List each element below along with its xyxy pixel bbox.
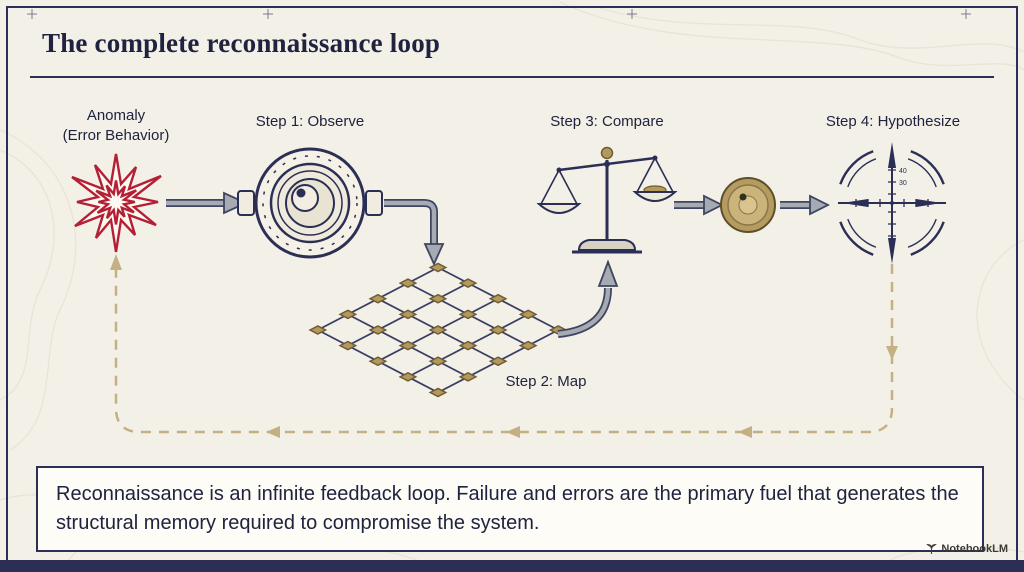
flow-arrow-1 bbox=[166, 191, 249, 215]
anomaly-label-line2: (Error Behavior) bbox=[62, 126, 170, 144]
camera-lens-icon bbox=[237, 147, 383, 259]
flow-arrow-5 bbox=[780, 194, 831, 216]
label-step-4-hypothesize: Step 4: Hypothesize bbox=[825, 113, 961, 130]
flow-arrow-4 bbox=[674, 194, 725, 216]
page-title: The complete reconnaissance loop bbox=[42, 28, 441, 58]
flow-arrow-3 bbox=[557, 259, 619, 338]
footer-brand: NotebookLM bbox=[926, 543, 1008, 555]
frame-border-bottom bbox=[0, 560, 1024, 572]
dashed-feedback-arrow bbox=[110, 254, 898, 438]
notebooklm-sprout-icon bbox=[926, 543, 938, 554]
grid-net-icon bbox=[309, 262, 567, 398]
title-divider bbox=[30, 76, 994, 78]
frame-border-left bbox=[6, 6, 8, 560]
dial-knob-icon bbox=[720, 177, 776, 233]
starburst-icon bbox=[71, 153, 162, 253]
label-step-1-observe: Step 1: Observe bbox=[255, 113, 365, 130]
summary-callout: Reconnaissance is an infinite feedback l… bbox=[36, 466, 984, 552]
flow-arrow-2 bbox=[384, 199, 445, 267]
anomaly-label-line1: Anomaly bbox=[86, 107, 146, 124]
label-step-3-compare: Step 3: Compare bbox=[550, 113, 664, 130]
footer-brand-text: NotebookLM bbox=[941, 543, 1008, 555]
summary-text: Reconnaissance is an infinite feedback l… bbox=[56, 483, 959, 534]
reticle-tick-label: 30 bbox=[899, 180, 907, 187]
reticle-tick-label: 40 bbox=[899, 168, 907, 175]
frame-border-top bbox=[6, 6, 1018, 8]
label-step-2-map: Step 2: Map bbox=[505, 373, 587, 390]
crosshair-reticle-icon: 40 30 bbox=[838, 142, 946, 264]
balance-scale-icon bbox=[536, 146, 678, 254]
label-anomaly: Anomaly (Error Behavior) bbox=[63, 106, 170, 145]
registration-marks bbox=[27, 9, 971, 19]
frame-border-right bbox=[1016, 6, 1018, 560]
